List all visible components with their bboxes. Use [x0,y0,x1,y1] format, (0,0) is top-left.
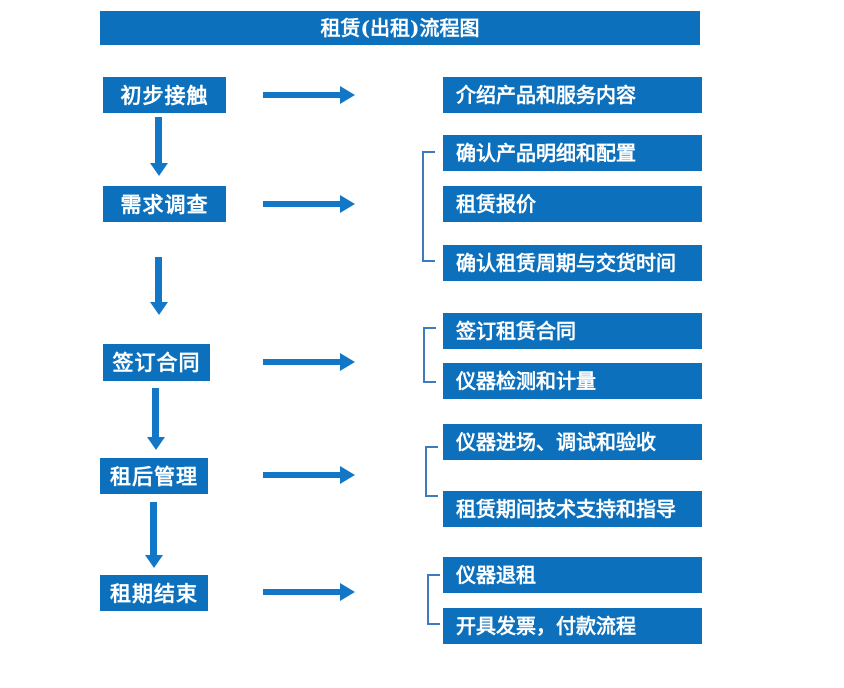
detail-box-instrument-return: 仪器退租 [443,557,702,593]
detail-box-rental-quotation: 租赁报价 [443,186,702,222]
detail-box-technical-support-guidance: 租赁期间技术支持和指导 [443,491,702,527]
flow-right-arrow-1 [263,92,340,98]
group-bracket-demand-survey [422,151,435,262]
detail-box-sign-rental-contract: 签订租赁合同 [443,313,702,349]
flow-down-arrow-4 [150,502,157,555]
flow-down-arrow-3 [152,388,159,437]
step-box-initial-contact: 初步接触 [103,77,226,113]
page-title: 租赁(出租)流程图 [100,11,700,45]
detail-box-confirm-rental-period-delivery: 确认租赁周期与交货时间 [443,245,702,281]
flow-right-arrow-3 [263,359,340,365]
step-box-demand-survey: 需求调查 [103,186,226,222]
flow-right-arrow-5 [263,589,340,595]
detail-box-instrument-entry-debug-acceptance: 仪器进场、调试和验收 [443,424,702,460]
step-box-post-rental-management: 租后管理 [100,458,208,494]
detail-box-instrument-testing-metering: 仪器检测和计量 [443,363,702,399]
flow-right-arrow-4 [263,472,340,478]
group-bracket-rental-end [427,574,440,625]
detail-box-introduce-products-services: 介绍产品和服务内容 [443,77,702,113]
step-box-sign-contract: 签订合同 [103,344,210,381]
group-bracket-sign-contract [423,327,436,383]
detail-box-invoice-payment-process: 开具发票，付款流程 [443,608,702,644]
detail-box-confirm-product-details: 确认产品明细和配置 [443,135,702,171]
flow-down-arrow-2 [155,257,162,302]
group-bracket-post-rental [425,446,438,497]
flow-right-arrow-2 [263,201,340,207]
flow-down-arrow-1 [155,117,162,163]
step-box-rental-end: 租期结束 [100,575,208,611]
